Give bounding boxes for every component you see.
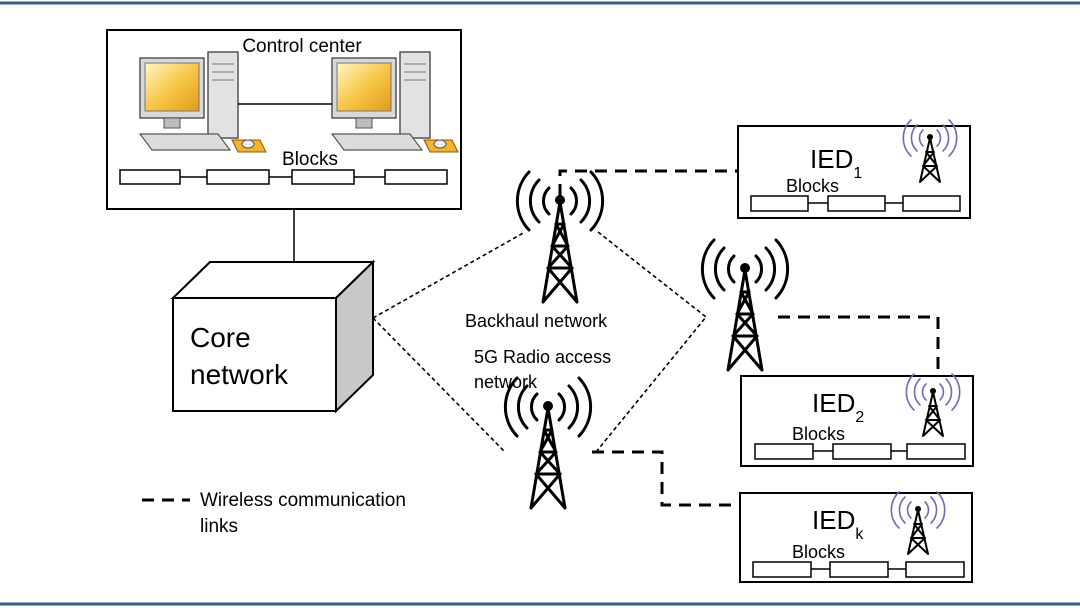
- ran-label-line2: network: [474, 372, 538, 392]
- ied-1-blocks-label: Blocks: [786, 176, 839, 196]
- ied-1-box: IED1 Blocks: [737, 119, 971, 219]
- control-center-blocks-label: Blocks: [282, 149, 338, 170]
- control-center-blocks: [119, 169, 448, 185]
- ied-k-box: IEDk Blocks: [739, 491, 973, 583]
- ied-k-name: IEDk: [812, 505, 864, 543]
- ied-1-name: IED1: [810, 144, 862, 182]
- backhaul-network-label: Backhaul network: [465, 311, 608, 331]
- ied-2-blocks-label: Blocks: [792, 424, 845, 444]
- control-center-title: Control center: [242, 36, 362, 57]
- ied-2-name: IED2: [812, 388, 864, 426]
- backhaul-links: [372, 231, 707, 453]
- core-network-label-line2: network: [190, 359, 289, 390]
- ied-k-blocks: [752, 561, 965, 578]
- legend-label-line2: links: [200, 516, 238, 537]
- core-network-label-line1: Core: [190, 322, 251, 353]
- ied-1-blocks: [750, 195, 961, 212]
- legend-label-line1: Wireless communication: [200, 490, 406, 511]
- ied-k-blocks-label: Blocks: [792, 542, 845, 562]
- ied-2-box: IED2 Blocks: [740, 373, 974, 467]
- ied-2-blocks: [754, 443, 966, 460]
- control-center-box: Control center Blocks: [106, 29, 462, 210]
- base-station-bottom-icon: [503, 376, 593, 510]
- base-station-right-icon: [700, 238, 790, 372]
- ran-label-line1: 5G Radio access: [474, 347, 611, 367]
- wireless-links: [558, 169, 940, 507]
- legend: Wireless communication links: [142, 490, 406, 537]
- core-network-box: Core network: [170, 259, 376, 414]
